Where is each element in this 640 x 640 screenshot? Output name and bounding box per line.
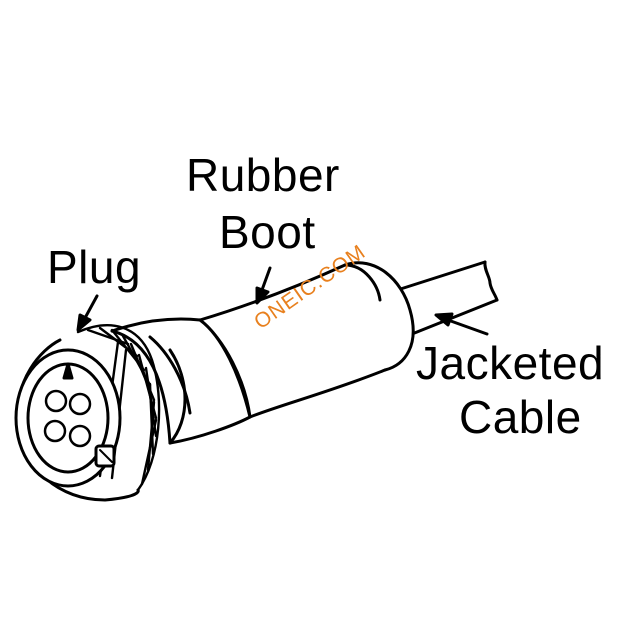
cable-arrow — [434, 312, 489, 336]
plug-pins — [43, 389, 92, 448]
coupling-collar — [110, 317, 252, 445]
plug-face — [14, 348, 122, 488]
label-jacketed: Jacketed — [416, 337, 605, 389]
plug-pin-4 — [68, 424, 92, 448]
label-cable: Cable — [459, 391, 582, 443]
plug-pin-1 — [44, 389, 68, 413]
plug-arrow — [76, 294, 99, 332]
boot-arrow — [255, 266, 272, 305]
plug-pin-2 — [68, 392, 92, 416]
plug-pin-3 — [43, 419, 67, 443]
label-boot: Boot — [219, 206, 316, 258]
label-plug: Plug — [47, 241, 142, 293]
jacketed-cable — [386, 260, 499, 336]
label-rubber: Rubber — [186, 149, 340, 201]
